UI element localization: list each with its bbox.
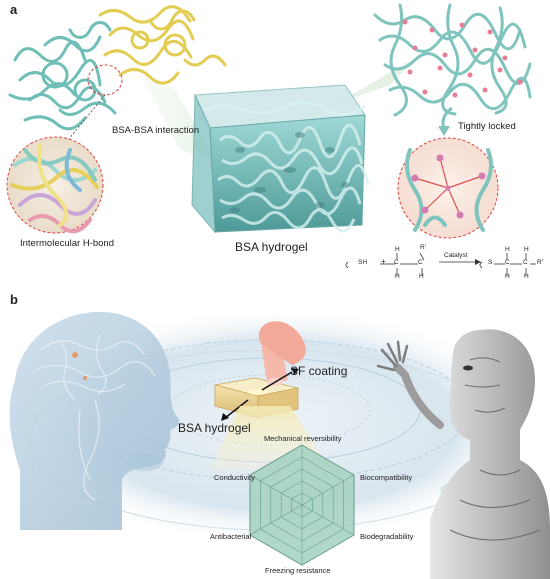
hbond-ribbons xyxy=(10,143,99,234)
bsa-hydrogel-label-a: BSA hydrogel xyxy=(235,240,308,254)
intermolecular-hbond-label: Intermolecular H-bond xyxy=(20,238,114,249)
radar-chart xyxy=(249,444,355,566)
sf-coating-label: SF coating xyxy=(290,364,348,378)
locked-crosslinks xyxy=(414,157,483,216)
robot-figure xyxy=(376,329,550,579)
rx-p-h-top2: H xyxy=(524,246,529,253)
rx-p-c2: C xyxy=(523,259,528,266)
rx-c1: C xyxy=(394,259,399,266)
radar-label-freezing: Freezing resistance xyxy=(265,566,331,575)
human-head-silhouette xyxy=(9,311,180,530)
radar-label-mechanical: Mechanical reversibility xyxy=(264,434,342,443)
finger-touch xyxy=(258,321,306,386)
crosslinked-network xyxy=(373,3,532,117)
rx-catalyst: Catalyst xyxy=(444,252,468,259)
bsa-hydrogel-cube xyxy=(191,84,370,234)
rx-p-h-bot1: H xyxy=(505,273,510,280)
network-crosslinks xyxy=(402,19,523,98)
rx-r-prime: R' xyxy=(420,244,426,251)
radar-label-biodegradability: Biodegradability xyxy=(360,532,414,541)
tightly-locked-label: Tightly locked xyxy=(458,121,516,132)
rx-p-r-prime: R' xyxy=(537,259,543,266)
radar-label-conductivity: Conductivity xyxy=(214,473,255,482)
label-arrows xyxy=(221,368,299,421)
rx-plus: + xyxy=(381,257,386,266)
bsa-hydrogel-label-b: BSA hydrogel xyxy=(178,421,251,435)
bsa-protein-yellow xyxy=(98,5,227,85)
radar-label-antibacterial: Antibacterial xyxy=(210,532,252,541)
bsa-protein-teal xyxy=(8,21,117,131)
rx-p-h-bot2: H xyxy=(524,273,529,280)
rx-h-bot2: H xyxy=(419,273,424,280)
rx-sh: SH xyxy=(358,259,368,266)
rx-p-h-top1: H xyxy=(505,246,510,253)
rx-h-top1: H xyxy=(395,246,400,253)
reaction-bonds xyxy=(345,252,536,275)
panel-a-letter: a xyxy=(10,2,18,17)
rx-s: S xyxy=(488,259,493,266)
panel-a-illustration xyxy=(6,3,536,275)
rx-c2: C xyxy=(418,259,423,266)
rx-p-c1: C xyxy=(505,259,510,266)
interaction-highlight xyxy=(87,64,123,96)
locked-chains xyxy=(404,148,494,232)
panel-b-letter: b xyxy=(10,292,18,307)
bsa-bsa-interaction-label: BSA-BSA interaction xyxy=(112,125,200,136)
radar-label-biocompatibility: Biocompatibility xyxy=(360,473,413,482)
rx-h-bot1: H xyxy=(395,273,400,280)
